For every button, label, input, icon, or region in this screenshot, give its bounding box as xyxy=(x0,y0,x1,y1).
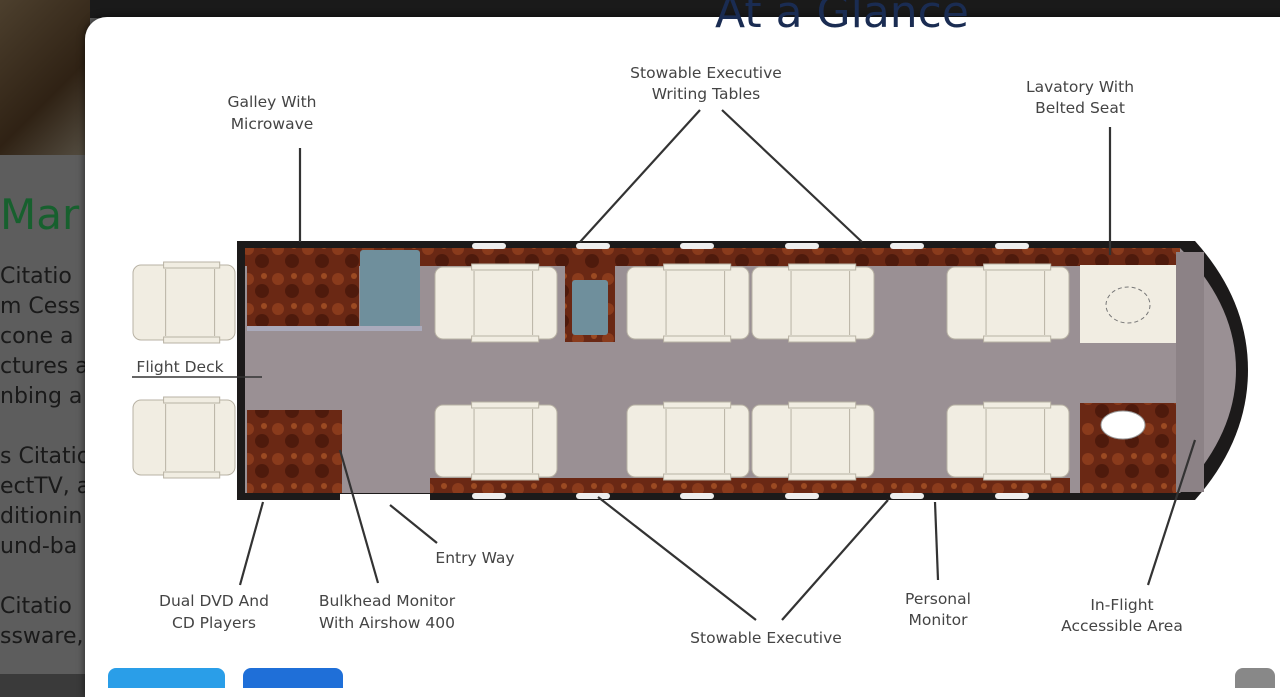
seat xyxy=(434,401,558,481)
label-bulkhead-2: With Airshow 400 xyxy=(319,614,455,632)
seat xyxy=(946,263,1070,343)
label-writing-tables-bottom: Stowable Executive xyxy=(690,629,842,647)
seat xyxy=(626,401,750,481)
seat xyxy=(751,401,875,481)
seat xyxy=(132,261,236,344)
leader-lines xyxy=(132,109,1197,621)
label-flight-deck: Flight Deck xyxy=(136,358,223,376)
background-section-title: Mar xyxy=(0,190,80,239)
entry-door xyxy=(340,494,430,500)
close-button[interactable] xyxy=(1235,668,1275,688)
galley-cabinet xyxy=(247,250,359,326)
background-heading: At a Glance xyxy=(715,0,969,38)
seat xyxy=(946,401,1070,481)
label-writing-tables-2: Writing Tables xyxy=(652,85,760,103)
seat xyxy=(132,396,236,479)
label-accessible-area-2: Accessible Area xyxy=(1061,617,1183,635)
lavatory xyxy=(1080,265,1178,343)
windows xyxy=(472,243,1029,499)
label-accessible-area-1: In-Flight xyxy=(1090,596,1153,614)
microwave xyxy=(360,250,420,328)
label-personal-monitor-1: Personal xyxy=(905,590,971,608)
label-dvd-2: CD Players xyxy=(172,614,256,632)
label-lavatory-2: Belted Seat xyxy=(1035,99,1125,117)
label-lavatory-1: Lavatory With xyxy=(1026,78,1134,96)
seat xyxy=(434,263,558,343)
cabin-floor-plan: Galley With Microwave Stowable Executive… xyxy=(132,64,1248,647)
writing-table xyxy=(572,280,608,335)
label-personal-monitor-2: Monitor xyxy=(909,611,969,629)
label-dvd-1: Dual DVD And xyxy=(159,592,269,610)
sink xyxy=(1100,410,1146,440)
seat xyxy=(751,263,875,343)
like-button[interactable] xyxy=(243,668,343,688)
label-galley-1: Galley With xyxy=(228,93,317,111)
label-bulkhead-1: Bulkhead Monitor xyxy=(319,592,456,610)
seat xyxy=(626,263,750,343)
label-writing-tables-1: Stowable Executive xyxy=(630,64,782,82)
dvd-cabinet xyxy=(247,410,342,493)
label-galley-2: Microwave xyxy=(231,115,314,133)
label-entry-way: Entry Way xyxy=(435,549,514,567)
share-button[interactable] xyxy=(108,668,225,688)
